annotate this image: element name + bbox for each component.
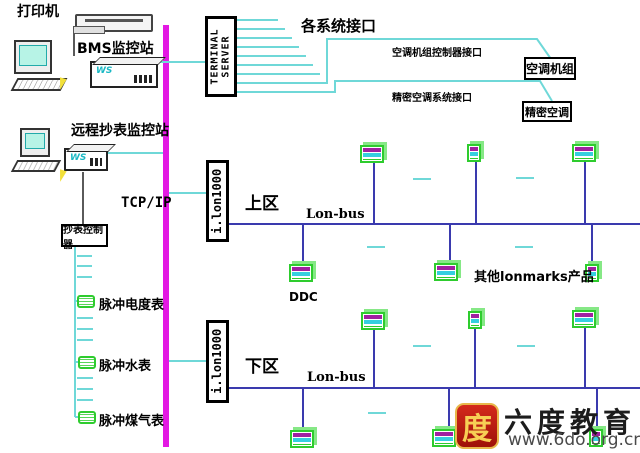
ilon1000-upper-box: i.lon1000 (206, 160, 229, 242)
lon-device-icon (468, 311, 482, 329)
lon-device-icon (572, 144, 596, 162)
ilon1000-lower-label: i.lon1000 (210, 328, 225, 395)
remote-computer-icon: WS (64, 144, 116, 171)
precision-ac-box: 精密空调 (522, 101, 572, 122)
lower-zone-label: 下区 (245, 357, 279, 377)
lon-device-icon (467, 144, 481, 162)
ilon1000-upper-label: i.lon1000 (210, 168, 225, 234)
meter-controller-box: 抄表控制器 (61, 224, 108, 251)
lon-device-icon (589, 429, 603, 447)
lon-device-icon (432, 429, 456, 447)
ddc-label: DDC (289, 290, 318, 304)
remote-keyboard-icon (10, 160, 62, 172)
upper-zone-label: 上区 (245, 194, 279, 214)
gas-meter-icon (78, 411, 96, 424)
ac-unit-interface-label: 空调机组控制器接口 (392, 48, 482, 59)
remote-monitor-icon (20, 128, 50, 157)
lon-device-icon (572, 310, 596, 328)
water-meter-icon (78, 356, 96, 369)
other-lonmarks-label: 其他lonmarks产品 (474, 270, 594, 285)
gas-meter-label: 脉冲煤气表 (99, 414, 165, 429)
water-meter-label: 脉冲水表 (99, 359, 152, 374)
printer-label: 打印机 (17, 4, 59, 20)
ddc-device-icon (289, 264, 313, 282)
lon-device-icon (585, 264, 599, 282)
system-interfaces-label: 各系统接口 (301, 17, 377, 35)
printer-icon (73, 14, 153, 34)
lon-device-icon (290, 430, 314, 448)
lonbus-upper-label: Lon-bus (306, 207, 365, 222)
6do-url-text: www.6do.org.cn (508, 430, 640, 450)
lonbus-lower-label: Lon-bus (307, 370, 366, 385)
lon-device-icon (361, 312, 385, 330)
bms-computer-icon: WS (90, 57, 166, 88)
6do-logo-icon: 度 (455, 403, 499, 449)
remote-station-label: 远程抄表监控站 (71, 123, 169, 139)
electric-meter-icon (77, 295, 95, 308)
ac-unit-box: 空调机组 (524, 57, 576, 80)
lon-device-icon (360, 145, 384, 163)
lon-device-icon (434, 263, 458, 281)
ilon1000-lower-box: i.lon1000 (206, 320, 229, 403)
bms-monitor-icon (14, 40, 52, 74)
tcpip-label: TCP/IP (121, 195, 172, 211)
electric-meter-label: 脉冲电度表 (99, 298, 165, 313)
bms-station-label: BMS监控站 (77, 41, 154, 57)
precision-ac-interface-label: 精密空调系统接口 (392, 93, 472, 104)
6do-brand-text: 六度教育 (504, 406, 637, 439)
